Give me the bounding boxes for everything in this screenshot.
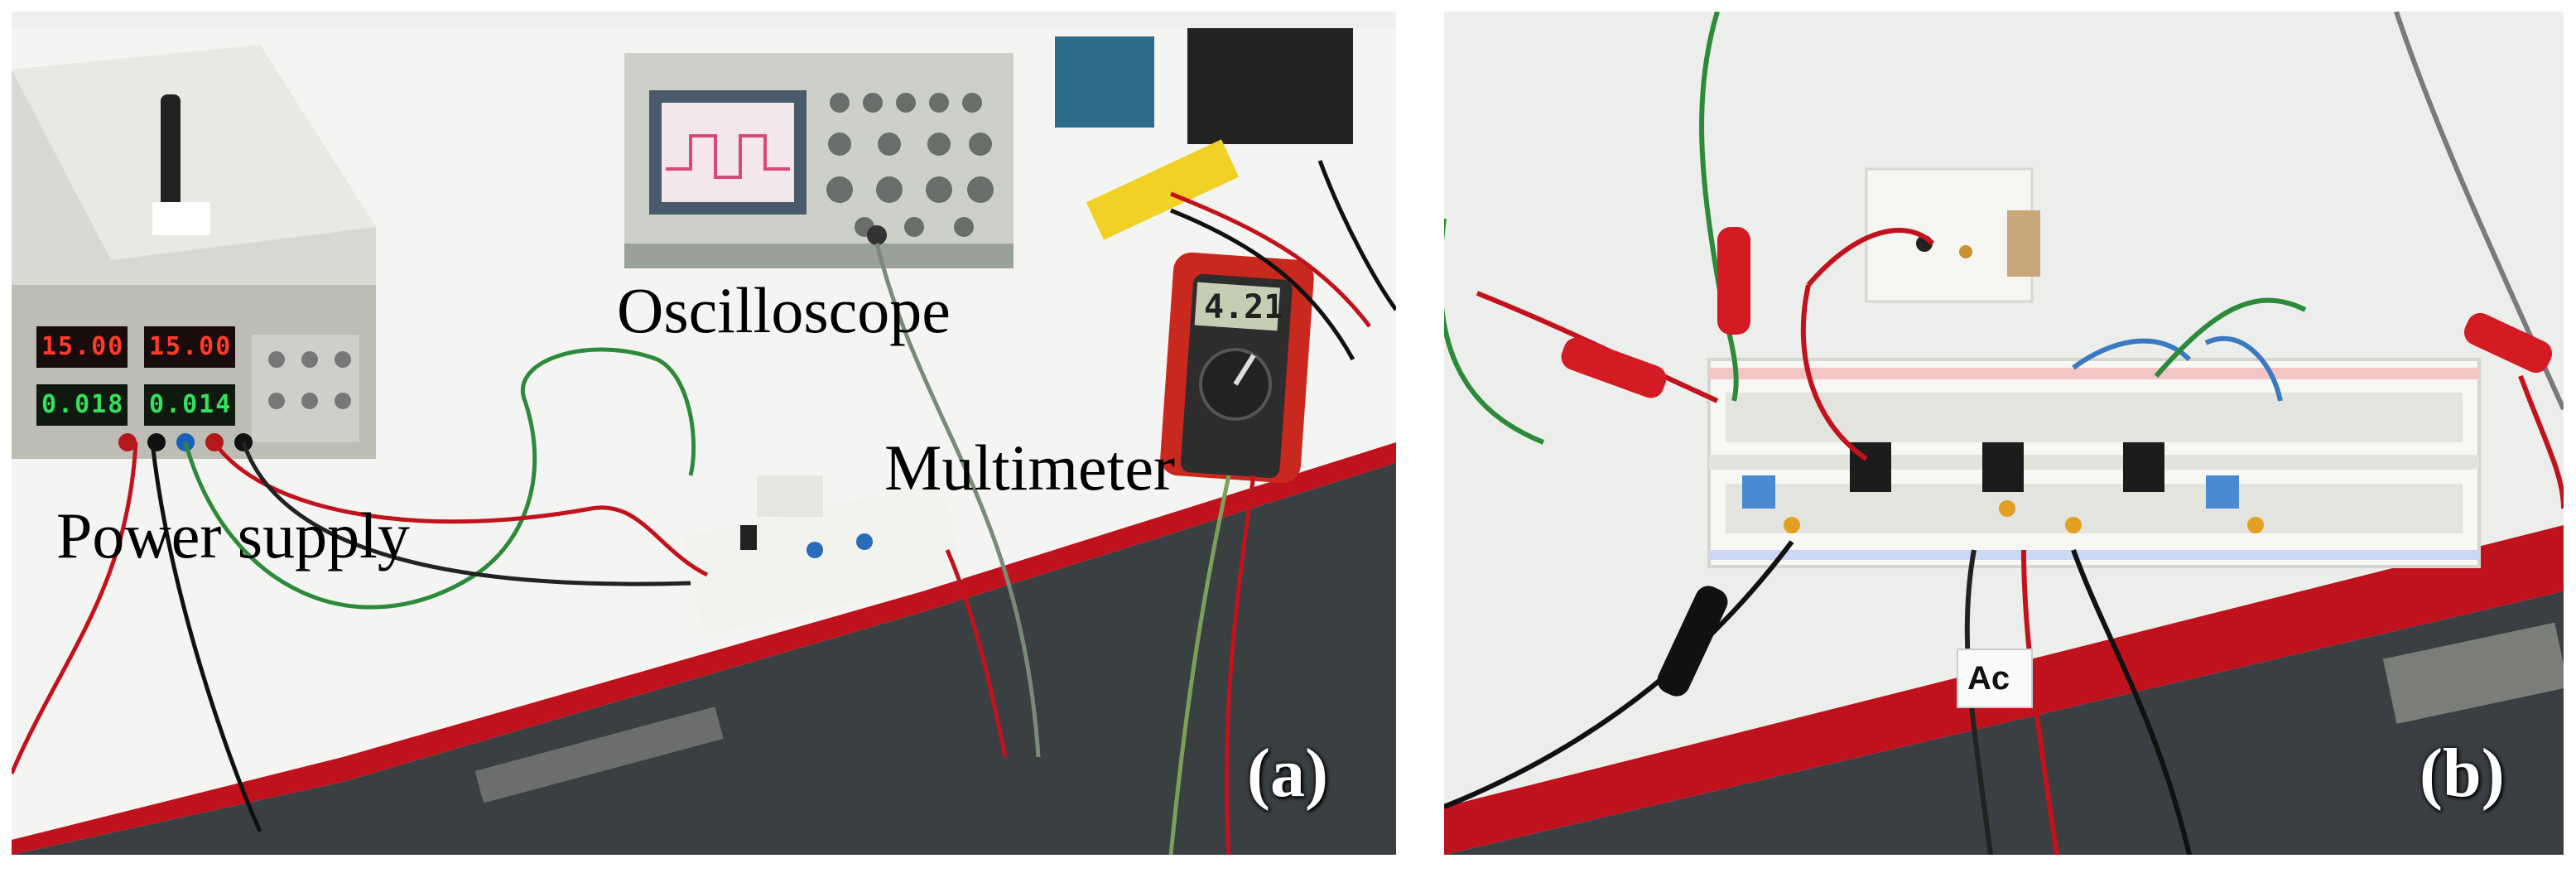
test-leads-b	[1444, 12, 2564, 855]
photo-panel-a: 15.00 15.00 0.018 0.014 4.21 Oscilloscop…	[12, 12, 1396, 855]
panel-b-label: (b)	[2420, 735, 2505, 812]
multimeter-unit	[1160, 252, 1314, 484]
alligator-clips	[1561, 227, 2553, 697]
wire-label-ac: Ac	[1967, 660, 2010, 697]
psu-voltage-1-readout: 15.00	[41, 332, 125, 361]
caption-power-supply: Power supply	[56, 499, 410, 572]
main-breadboard	[1707, 358, 2481, 568]
photo-panel-b: Ac (b)	[1444, 12, 2564, 855]
breadboard-photo-b	[1444, 12, 2564, 855]
breadboard-a	[683, 475, 963, 634]
equipment-box	[1055, 28, 1353, 240]
caption-multimeter: Multimeter	[884, 432, 1175, 504]
small-breadboard	[1865, 167, 2040, 303]
psu-current-1-readout: 0.018	[41, 390, 125, 419]
panel-a-label: (a)	[1247, 735, 1328, 812]
psu-current-2-readout: 0.014	[149, 390, 233, 419]
oscilloscope-unit	[624, 53, 1014, 268]
test-leads-a	[12, 160, 1396, 855]
lab-bench-photo-a	[12, 12, 1396, 855]
multimeter-readout: 4.21	[1204, 288, 1284, 326]
power-supply-unit	[12, 45, 376, 459]
psu-voltage-2-readout: 15.00	[149, 332, 233, 361]
caption-oscilloscope: Oscilloscope	[617, 274, 951, 346]
